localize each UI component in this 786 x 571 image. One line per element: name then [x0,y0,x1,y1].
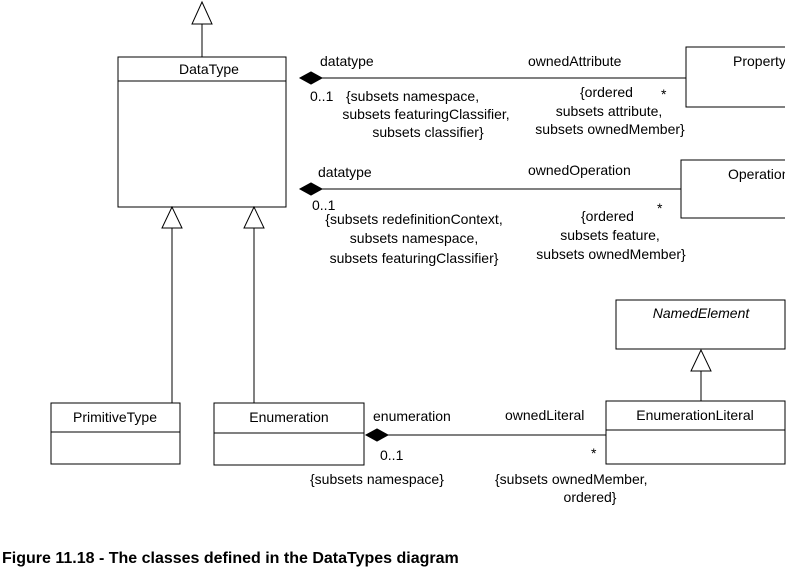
composition-diamond [298,71,324,85]
assoc-end-constraint-1: {subsets namespace} [310,471,444,487]
enumeration-literal-class-name: EnumerationLiteral [636,407,754,423]
assoc-target-constraint-2: ordered} [564,489,617,505]
assoc-target-constraint-1: {ordered [580,84,633,100]
assoc-target-role: ownedLiteral [505,407,584,423]
assoc-end-role: enumeration [373,408,451,424]
enumeration-class[interactable]: Enumeration [213,402,365,466]
primitive-type-class-name: PrimitiveType [73,409,157,425]
figure-caption: Figure 11.18 - The classes defined in th… [2,550,459,567]
association-owned-attribute: datatype 0..1 {subsets namespace, subset… [298,53,686,140]
association-owned-literal: enumeration 0..1 {subsets namespace} own… [310,407,648,505]
property-class[interactable]: Property [685,46,786,108]
assoc-target-multiplicity: * [661,86,667,102]
enumeration-generalization [243,205,265,403]
assoc-target-constraint-3: subsets ownedMember} [536,246,686,262]
assoc-end-constraint-2: subsets featuringClassifier, [342,106,509,122]
enumeration-literal-generalization [690,348,712,401]
assoc-target-constraint-1: {subsets ownedMember, [495,471,648,487]
assoc-end-role: datatype [318,164,372,180]
assoc-end-multiplicity: 0..1 [312,197,336,213]
assoc-target-multiplicity: * [657,200,663,216]
named-element-class-name: NamedElement [653,305,751,321]
assoc-end-constraint-1: {subsets redefinitionContext, [325,211,502,227]
composition-diamond [364,428,390,442]
assoc-target-constraint-1: {ordered [581,208,634,224]
enumeration-literal-class[interactable]: EnumerationLiteral [605,400,786,465]
assoc-target-multiplicity: * [591,445,597,461]
association-owned-operation: datatype 0..1 {subsets redefinitionConte… [298,162,686,266]
primitive-type-class[interactable]: PrimitiveType [50,402,181,465]
operation-class-name: Operation [728,166,786,182]
composition-diamond [298,182,324,196]
primitive-type-generalization [161,205,183,403]
assoc-end-constraint-1: {subsets namespace, [346,88,479,104]
enumeration-class-name: Enumeration [249,409,328,425]
named-element-class[interactable]: NamedElement [615,299,786,350]
operation-class[interactable]: Operation [680,159,786,219]
assoc-target-constraint-2: subsets feature, [560,227,660,243]
property-class-name: Property [733,53,786,69]
assoc-end-constraint-3: subsets featuringClassifier} [330,250,499,266]
datatype-class-name: DataType [179,61,239,77]
assoc-end-multiplicity: 0..1 [380,447,404,463]
datatype-class[interactable]: DataType [117,56,287,208]
assoc-end-role: datatype [320,53,374,69]
assoc-end-constraint-3: subsets classifier} [372,124,484,140]
assoc-target-role: ownedAttribute [528,53,622,69]
assoc-target-constraint-3: subsets ownedMember} [535,121,685,137]
assoc-end-constraint-2: subsets namespace, [350,230,478,246]
assoc-target-constraint-2: subsets attribute, [556,103,663,119]
assoc-target-role: ownedOperation [528,162,631,178]
datatype-generalization-up [191,0,213,57]
assoc-end-multiplicity: 0..1 [310,88,334,104]
